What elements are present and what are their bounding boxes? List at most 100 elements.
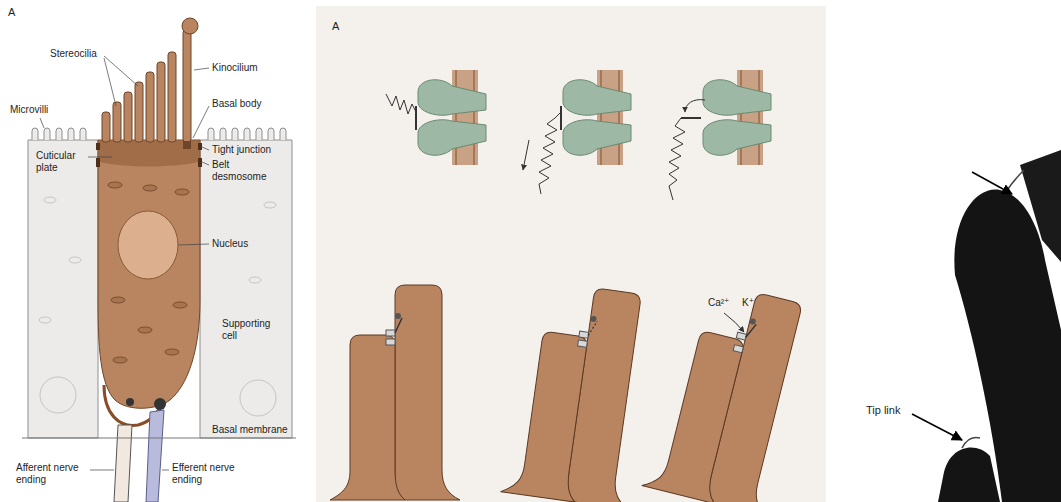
mitochondrion: [111, 297, 125, 303]
microvillus: [68, 128, 74, 140]
panel-ground: [832, 0, 1061, 502]
basal-membrane-line: [22, 437, 296, 438]
tip-link-anchor: [590, 316, 597, 323]
organelle: [44, 197, 56, 203]
mitochondrion: [165, 349, 179, 355]
membrane-leaflet: [474, 70, 475, 165]
hair-cell-panel: [22, 18, 296, 502]
stereocilia-pair: [642, 277, 820, 502]
mitochondrion: [173, 302, 187, 308]
stereocilium: [146, 72, 154, 142]
tip-link-line: [746, 323, 756, 339]
kinocilium-shape: [183, 30, 191, 142]
microvillus: [44, 128, 50, 140]
gating-panel: [316, 6, 826, 502]
microvillus: [56, 128, 62, 140]
leader-line: [88, 157, 112, 158]
tip-link-image: [1006, 170, 1024, 192]
channel-lobe: [563, 120, 631, 156]
channel: [736, 332, 746, 340]
part-label: Basal body: [212, 98, 261, 110]
part-label: Afferent nerve ending: [16, 462, 88, 485]
stereocilium: [113, 102, 121, 142]
stereocilium: [157, 62, 165, 142]
supporting-cell: [200, 140, 292, 438]
hair-cell-body: [98, 140, 200, 408]
leader-line: [104, 56, 138, 86]
swing-arrow: [685, 100, 705, 112]
panel-letter: A: [332, 20, 339, 33]
part-label: Basal membrane: [212, 424, 288, 436]
leader-line: [40, 118, 44, 128]
synaptic-body: [126, 398, 134, 406]
tip-link-line: [395, 318, 402, 333]
supporting-nucleus: [40, 377, 76, 413]
part-label: Supporting cell: [222, 318, 284, 341]
channel-gate: [681, 117, 701, 119]
organelle: [264, 202, 276, 208]
part-label: Nucleus: [212, 238, 248, 250]
part-label: Microvilli: [10, 104, 48, 116]
microvillus: [232, 128, 238, 140]
tight-junction-mark: [198, 143, 202, 150]
tip-link-image: [962, 437, 980, 448]
desmosome-mark: [198, 158, 202, 167]
microvillus: [256, 128, 262, 140]
short-stereocilium: [501, 328, 598, 502]
stereocilium: [168, 52, 176, 142]
channel-gate: [560, 106, 562, 130]
membrane-leaflet: [759, 70, 760, 165]
stereocilia-pair: [330, 285, 460, 500]
supporting-nucleus: [240, 380, 276, 416]
membrane-leaflet: [741, 70, 742, 165]
channel-lobe: [563, 80, 631, 116]
channel-tensed: [523, 70, 631, 194]
mitochondrion: [108, 182, 122, 188]
leader-lines: [40, 56, 209, 470]
tall-stereocilium: [395, 285, 460, 500]
ion-label: Ca²⁺: [708, 297, 729, 309]
leader-line: [90, 470, 114, 471]
basal-body-shape: [183, 141, 191, 149]
gating-spring: [669, 118, 685, 200]
leader-line: [202, 147, 209, 150]
channel-lobe: [703, 120, 771, 156]
supporting-cell: [28, 140, 98, 438]
stereocilium: [102, 112, 110, 142]
efferent-bouton: [154, 398, 166, 410]
mitochondrion: [138, 327, 152, 333]
channel-lobe: [418, 120, 486, 156]
part-label: Efferent nerve ending: [172, 462, 244, 485]
microvillus: [244, 128, 250, 140]
part-label: Tight junction: [212, 144, 271, 156]
pointer-arrow: [972, 172, 1012, 194]
organelle: [39, 317, 51, 323]
channel: [733, 345, 743, 353]
organelle: [69, 257, 81, 263]
tip-link-anchor: [749, 318, 756, 325]
microvillus: [220, 128, 226, 140]
stereocilia-bundle: [102, 18, 198, 142]
channel-open: [669, 70, 771, 200]
panel-letter: A: [8, 6, 15, 19]
stereocilia-pair: [501, 279, 660, 502]
cuticular-plate: [99, 141, 199, 167]
part-label: Belt desmosome: [212, 159, 274, 182]
microvillus: [80, 128, 86, 140]
leader-line: [162, 470, 169, 471]
part-label: Tip link: [866, 404, 900, 417]
channel-lobe: [418, 80, 486, 116]
membrane-leaflet: [456, 70, 457, 165]
nucleus-shape: [118, 211, 178, 279]
stereocilium-image: [938, 447, 1000, 502]
pointer-arrow: [912, 414, 962, 440]
mitochondrion: [113, 357, 127, 363]
channel: [578, 340, 588, 347]
pull-arrow: [523, 140, 529, 170]
microvillus: [268, 128, 274, 140]
leader-line: [178, 244, 209, 245]
mitochondrion: [175, 189, 189, 195]
